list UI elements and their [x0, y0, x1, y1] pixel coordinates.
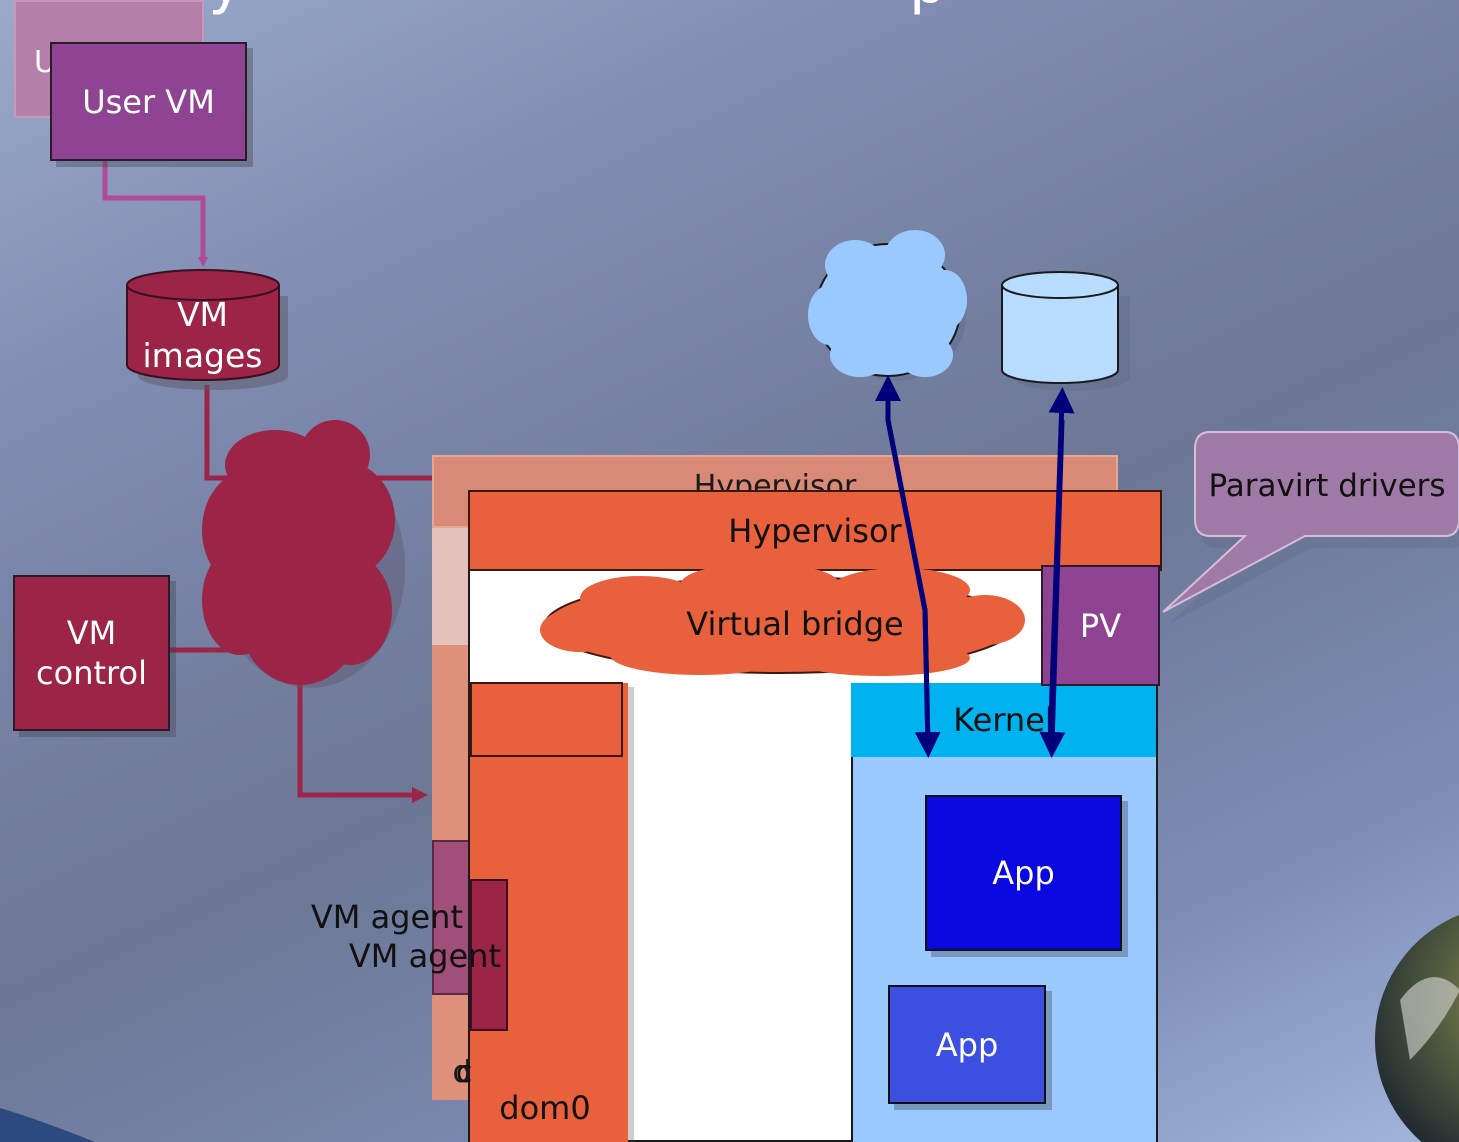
- vm-images-label: VM images: [142, 294, 263, 375]
- paravirt-drivers-label: Paravirt drivers: [1208, 467, 1446, 504]
- title-fragment-y: y: [196, 0, 256, 22]
- dom0-partial-fragment: c: [455, 1055, 473, 1091]
- user-vm-to-images-line: [102, 158, 208, 267]
- virtual-bridge-label: Virtual bridge: [686, 605, 904, 643]
- app-box-1: App: [925, 795, 1122, 951]
- title-fragment-p: p: [898, 0, 958, 22]
- vm-control-box: VM control: [13, 575, 170, 731]
- dom0-label: dom0: [499, 1089, 591, 1127]
- pv-box: PV: [1041, 565, 1160, 686]
- vm-agent-back-label: VM agent: [310, 898, 463, 936]
- dom0-back-fragment: d: [452, 1055, 472, 1091]
- vm-agent-label: VM agent: [348, 937, 501, 975]
- vm-agent-box: [470, 879, 508, 1031]
- storage-to-kernel-arrow: [1039, 419, 1066, 758]
- cloud-to-kernel-arrow: [885, 419, 941, 758]
- dom0-top-box: [470, 682, 623, 757]
- app-box-2: App: [888, 985, 1046, 1104]
- user-vm-box: User VM: [50, 42, 247, 161]
- cloud-to-dom0-line: [297, 680, 428, 803]
- kernel-bar: Kernel: [851, 683, 1156, 757]
